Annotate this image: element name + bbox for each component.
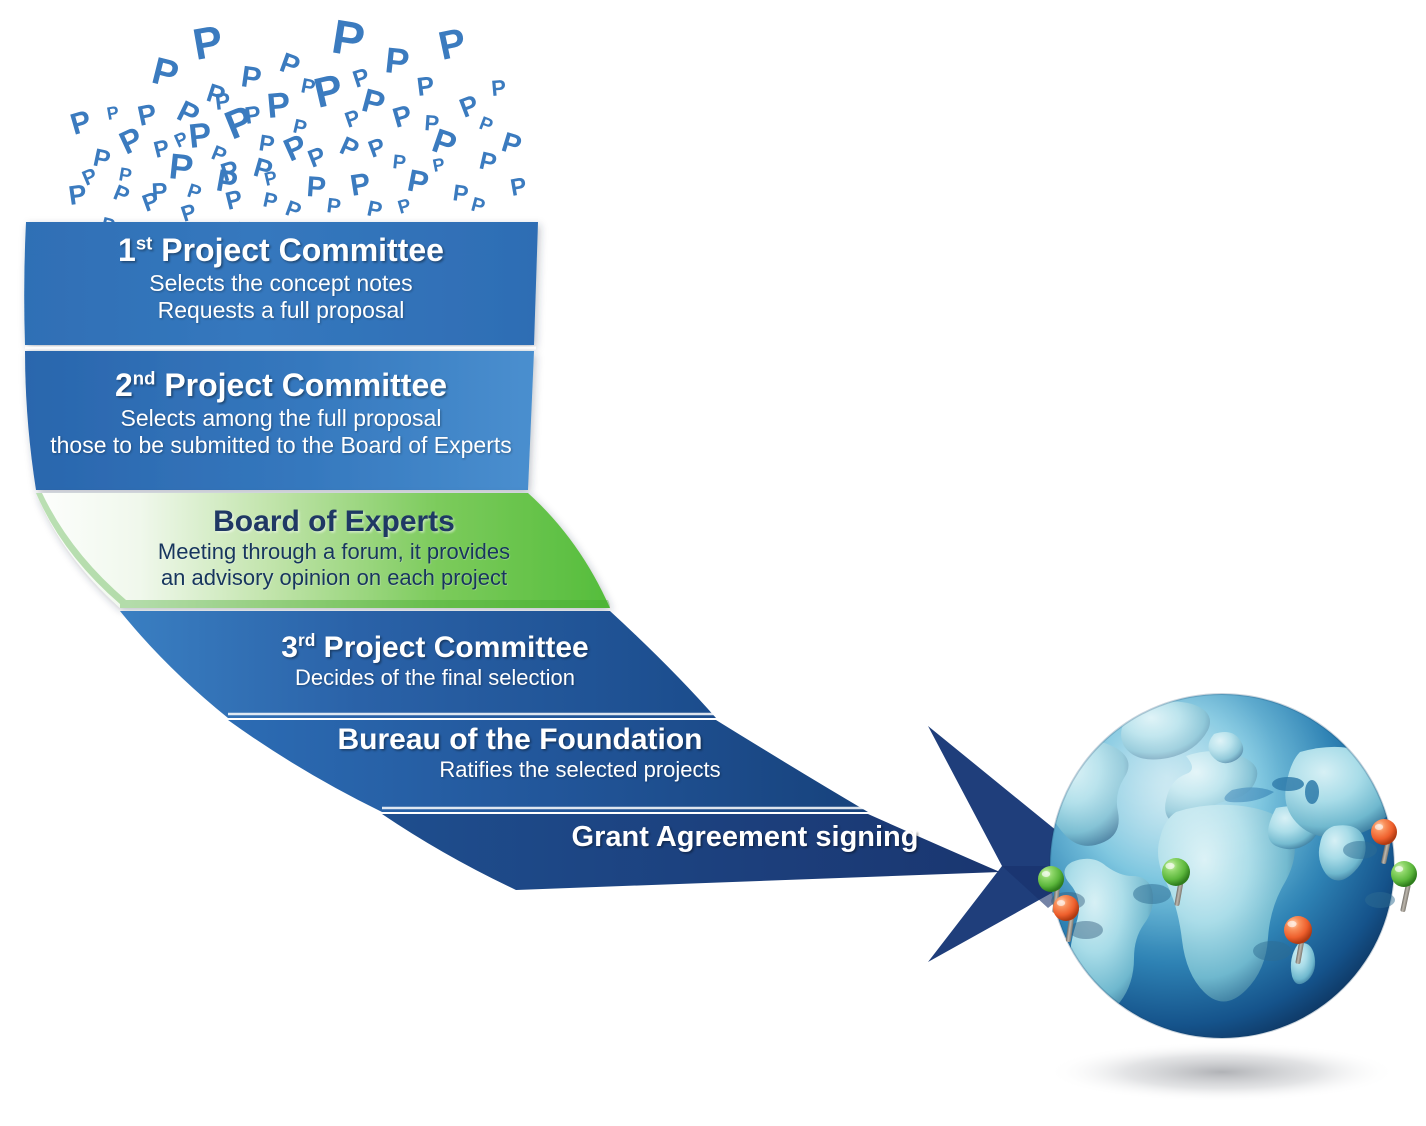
svg-text:P: P — [276, 47, 304, 83]
svg-text:P: P — [389, 99, 416, 134]
svg-text:P: P — [508, 173, 528, 202]
svg-text:P: P — [336, 130, 364, 164]
svg-text:P: P — [304, 141, 330, 173]
svg-text:P: P — [151, 178, 168, 206]
proposal-letters-cloud: P P P P P P P P P P P P P P P P P P P P … — [67, 11, 529, 249]
svg-text:P: P — [265, 85, 292, 126]
svg-text:P: P — [383, 39, 411, 82]
svg-text:P: P — [213, 87, 231, 115]
svg-text:P: P — [455, 89, 483, 123]
svg-text:P: P — [148, 50, 183, 97]
svg-text:P: P — [405, 163, 432, 201]
stage-band-1[interactable] — [24, 222, 538, 345]
svg-text:P: P — [291, 115, 309, 139]
svg-text:P: P — [350, 63, 374, 94]
svg-text:P: P — [435, 20, 470, 69]
svg-text:P: P — [282, 195, 304, 224]
svg-text:P: P — [184, 180, 203, 205]
svg-text:P: P — [189, 16, 226, 69]
svg-text:P: P — [67, 104, 95, 141]
svg-text:P: P — [490, 75, 507, 101]
svg-text:P: P — [151, 134, 172, 163]
world-globe — [1049, 693, 1395, 1039]
pin-central-asia[interactable] — [1343, 819, 1397, 864]
svg-text:P: P — [239, 60, 263, 95]
pin-east-africa[interactable] — [1253, 916, 1312, 964]
svg-text:P: P — [498, 126, 525, 161]
svg-text:P: P — [306, 171, 328, 204]
map-pins — [1038, 819, 1417, 964]
svg-text:P: P — [167, 145, 195, 188]
svg-text:P: P — [243, 101, 263, 130]
svg-text:P: P — [396, 195, 414, 219]
svg-text:P: P — [451, 179, 470, 207]
svg-text:P: P — [187, 116, 214, 156]
pin-west-africa[interactable] — [1133, 858, 1190, 906]
svg-text:P: P — [262, 167, 279, 190]
stage-band-5[interactable] — [228, 720, 868, 812]
svg-text:P: P — [477, 147, 500, 178]
svg-text:P: P — [328, 11, 368, 68]
svg-text:P: P — [469, 194, 488, 219]
svg-text:P: P — [391, 151, 407, 174]
svg-text:P: P — [117, 164, 133, 187]
svg-text:P: P — [325, 194, 342, 219]
svg-text:P: P — [431, 154, 447, 176]
svg-text:P: P — [67, 179, 89, 211]
svg-text:P: P — [257, 129, 276, 157]
svg-text:P: P — [365, 133, 389, 164]
svg-text:P: P — [135, 98, 160, 132]
svg-text:P: P — [223, 185, 246, 216]
stage-band-4[interactable] — [120, 611, 716, 718]
svg-text:P: P — [299, 74, 317, 99]
globe-shadow — [1047, 1042, 1397, 1102]
pin-southeast-asia[interactable] — [1365, 861, 1417, 912]
svg-text:P: P — [365, 195, 385, 223]
svg-text:P: P — [424, 110, 440, 136]
stage-band-2[interactable] — [25, 351, 534, 490]
svg-text:P: P — [91, 143, 113, 174]
pin-central-america[interactable] — [1053, 895, 1103, 942]
stage-band-3-board-of-experts[interactable] — [36, 493, 610, 608]
svg-text:P: P — [261, 188, 279, 213]
svg-text:P: P — [415, 70, 436, 102]
svg-text:P: P — [105, 102, 120, 124]
